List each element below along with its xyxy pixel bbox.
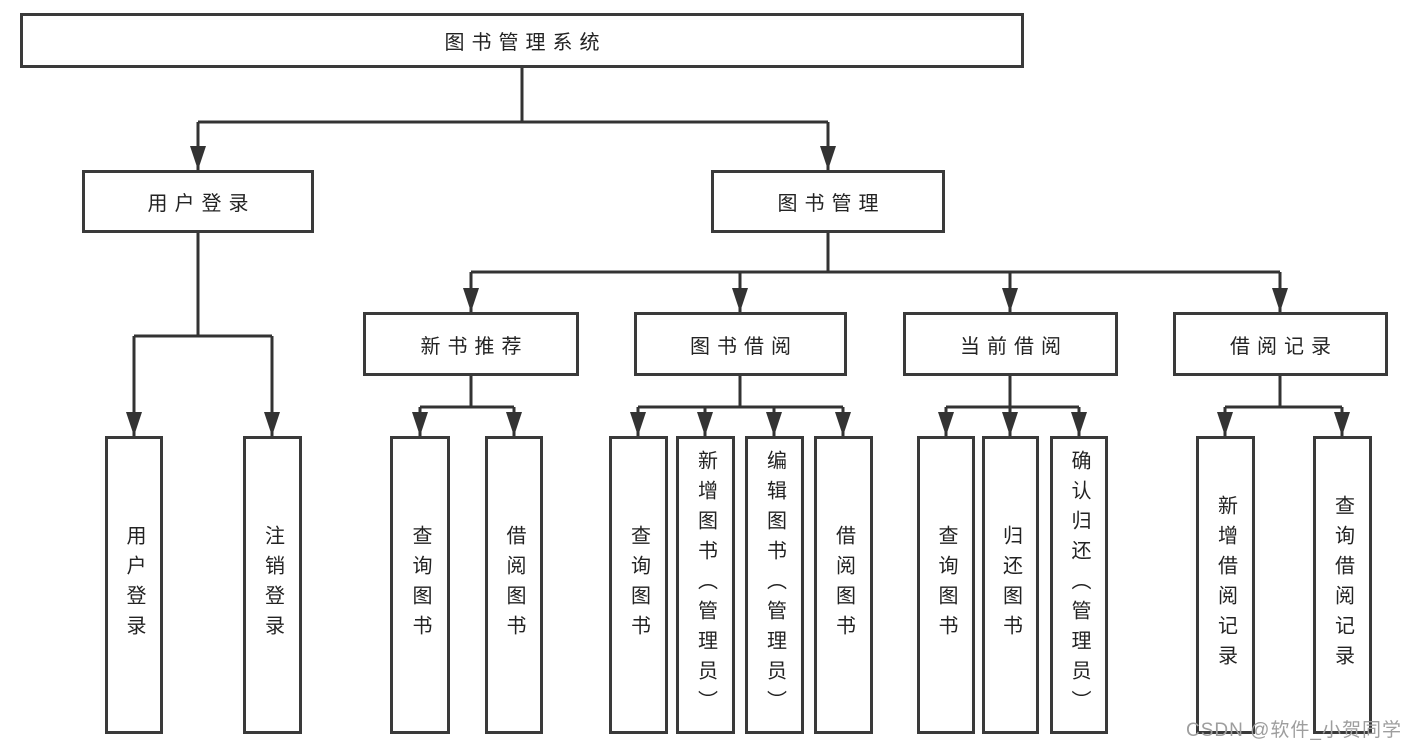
- node-label: 图书借阅: [690, 335, 798, 358]
- leaf-add-borrowing-record: 新增借阅记录: [1196, 436, 1255, 734]
- leaf-logout: 注销登录: [243, 436, 302, 734]
- node-library-management-system: 图书管理系统: [20, 13, 1024, 68]
- connector-new-book-recommendation-children: [412, 376, 522, 436]
- leaf-edit-books-admin: 编辑图书（管理员）: [745, 436, 804, 734]
- connector-book-borrowing-children: [630, 376, 851, 436]
- leaf-label: 确认归还（管理员）: [1068, 450, 1090, 720]
- connector-book-management-children: [463, 233, 1288, 312]
- leaf-add-books-admin: 新增图书（管理员）: [676, 436, 735, 734]
- node-new-book-recommendation: 新书推荐: [363, 312, 579, 376]
- csdn-watermark: CSDN @软件_小贺同学: [1186, 720, 1402, 741]
- node-label: 图书管理: [777, 193, 886, 215]
- connector-user-login-children: [126, 233, 280, 436]
- node-book-management: 图书管理: [711, 170, 945, 233]
- leaf-label: 新增图书（管理员）: [694, 450, 717, 720]
- leaf-label: 查询图书: [409, 525, 431, 645]
- leaf-query-books-current: 查询图书: [917, 436, 975, 734]
- node-label: 用户登录: [147, 193, 256, 215]
- leaf-borrow-books-recommendation: 借阅图书: [485, 436, 543, 734]
- connector-root-to-level1: [190, 68, 836, 170]
- connector-borrowing-record-children: [1217, 376, 1350, 436]
- leaf-user-login: 用户登录: [105, 436, 163, 734]
- connector-current-borrowing-children: [938, 376, 1087, 436]
- node-current-borrowing: 当前借阅: [903, 312, 1118, 376]
- leaf-label: 注销登录: [261, 525, 284, 645]
- leaf-query-books-recommendation: 查询图书: [390, 436, 450, 734]
- leaf-label: 用户登录: [123, 525, 145, 645]
- leaf-query-books-borrowing: 查询图书: [609, 436, 668, 734]
- node-label: 借阅记录: [1230, 335, 1338, 358]
- leaf-label: 借阅图书: [832, 525, 855, 645]
- leaf-confirm-return-admin: 确认归还（管理员）: [1050, 436, 1108, 734]
- leaf-label: 编辑图书（管理员）: [763, 450, 786, 720]
- leaf-query-borrowing-record: 查询借阅记录: [1313, 436, 1372, 734]
- node-label: 当前借阅: [960, 335, 1068, 358]
- leaf-label: 查询图书: [935, 525, 957, 645]
- leaf-borrow-books-borrowing: 借阅图书: [814, 436, 873, 734]
- node-label: 新书推荐: [420, 335, 529, 358]
- leaf-return-books: 归还图书: [982, 436, 1039, 734]
- leaf-label: 新增借阅记录: [1214, 495, 1237, 675]
- leaf-label: 归还图书: [999, 525, 1022, 645]
- leaf-label: 借阅图书: [503, 525, 525, 645]
- node-borrowing-record: 借阅记录: [1173, 312, 1388, 376]
- node-label: 图书管理系统: [444, 32, 607, 54]
- node-book-borrowing: 图书借阅: [634, 312, 847, 376]
- leaf-label: 查询图书: [627, 525, 650, 645]
- node-user-login: 用户登录: [82, 170, 314, 233]
- leaf-label: 查询借阅记录: [1331, 495, 1354, 675]
